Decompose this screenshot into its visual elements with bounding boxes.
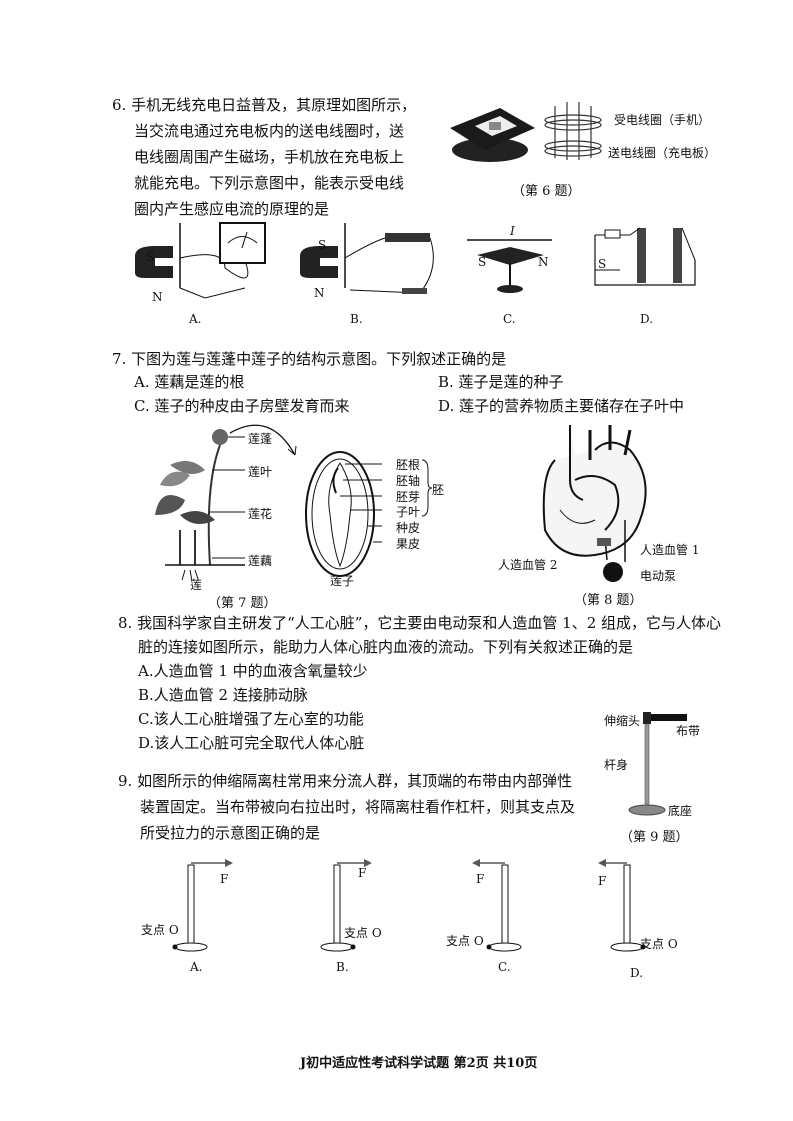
q6-b-s: S [318, 238, 327, 252]
q6-line-3: 电线圈周围产生磁场，手机放在充电板上 [134, 148, 405, 166]
q6-a-s: S [146, 250, 155, 264]
q6-option-d-figure [594, 227, 696, 286]
q6-option-d: D. [640, 312, 654, 326]
q6-c-n: N [538, 255, 549, 269]
q9-a-force: F [220, 872, 229, 886]
q9-b-pivot: 支点 O [344, 926, 382, 940]
q6-line-1: 6. 手机无线充电日益普及，其原理如图所示， [112, 96, 417, 114]
q9-head-label: 伸缩头 [604, 714, 641, 728]
q6-send-coil-label: 送电线圈（充电板） [608, 146, 717, 160]
q6-stem: 6. 手机无线充电日益普及，其原理如图所示， 当交流电通过充电板内的送电线圈时，… [112, 92, 432, 222]
q9-option-d: D. [630, 966, 644, 980]
q6-option-b-figure [300, 223, 434, 294]
q9-line-2: 装置固定。当布带被向右拉出时，将隔离柱看作杠杆，则其支点及 [140, 798, 576, 816]
q7-embryo-label: 胚 [432, 483, 445, 497]
q9-line-1: 9. 如图所示的伸缩隔离柱常用来分流人群，其顶端的布带由内部弹性 [118, 772, 573, 790]
q6-option-a: A. [189, 312, 202, 326]
q6-charger-figure [450, 102, 602, 162]
q7-seed-label-peizhou: 胚轴 [396, 474, 421, 488]
q6-option-c-figure [467, 239, 552, 293]
q8-caption: （第 8 题） [574, 593, 643, 608]
q6-option-c: C. [503, 312, 516, 326]
page-footer: J初中适应性考试科学试题 第2页 共10页 [300, 1056, 538, 1071]
q9-stem: 9. 如图所示的伸缩隔离柱常用来分流人群，其顶端的布带由内部弹性 装置固定。当布… [118, 768, 598, 846]
q9-a-pivot: 支点 O [141, 923, 179, 937]
q9-option-a: A. [190, 960, 203, 974]
q9-body-label: 杆身 [604, 758, 629, 772]
q9-c-force: F [476, 872, 485, 886]
q7-embryo-brace [421, 459, 433, 517]
q9-stanchion-figure [628, 712, 687, 816]
q7-stem: 7. 下图为莲与莲蓬中莲子的结构示意图。下列叙述正确的是 [112, 350, 507, 368]
q6-option-b: B. [350, 312, 363, 326]
q6-line-4: 就能充电。下列示意图中，能表示受电线 [134, 174, 405, 192]
q9-b-force: F [358, 866, 367, 880]
q6-d-s: S [598, 257, 607, 271]
q8-option-b: B.人造血管 2 连接肺动脉 [138, 686, 308, 704]
q6-caption: （第 6 题） [512, 184, 581, 199]
q8-vessel2-label: 人造血管 2 [498, 558, 558, 572]
q9-d-force: F [598, 874, 607, 888]
q8-option-a: A.人造血管 1 中的血液含氧量较少 [138, 662, 368, 680]
q7-seed-label-guopi: 果皮 [396, 537, 421, 551]
q8-vessel1-label: 人造血管 1 [640, 543, 700, 557]
q9-d-pivot: 支点 O [640, 937, 678, 951]
q9-base-label: 底座 [668, 804, 693, 818]
q7-option-d: D. 莲子的营养物质主要储存在子叶中 [438, 397, 685, 415]
q9-option-a-figure [172, 859, 233, 952]
q7-seed-label-peigen: 胚根 [396, 458, 421, 472]
q9-caption: （第 9 题） [620, 830, 689, 845]
q6-line-5: 圈内产生感应电流的原理的是 [134, 200, 330, 218]
q6-line-2: 当交流电通过充电板内的送电线圈时，送 [134, 122, 405, 140]
q6-b-n: N [314, 286, 325, 300]
q7-plant-label-lianye: 莲叶 [248, 465, 273, 479]
q9-belt-label: 布带 [676, 724, 701, 738]
q7-plant-label-lianhua: 莲花 [248, 507, 273, 521]
q7-plant-label-lianpeng: 莲蓬 [248, 432, 273, 446]
q9-option-b: B. [336, 960, 349, 974]
q9-option-b-figure [320, 859, 372, 952]
q7-option-a: A. 莲藕是莲的根 [134, 373, 245, 391]
q8-option-d: D.该人工心脏可完全取代人体心脏 [138, 734, 365, 752]
q9-option-d-figure [598, 859, 646, 952]
q7-plant-label-lianou: 莲藕 [248, 554, 273, 568]
q9-line-3: 所受拉力的示意图正确的是 [140, 824, 321, 842]
q8-pump-label: 电动泵 [640, 569, 677, 583]
q7-lotus-plant-figure [155, 424, 297, 582]
q6-option-a-figure [135, 222, 266, 299]
q7-plant-caption: 莲 [190, 578, 203, 592]
q7-seed-caption: 莲子 [330, 574, 355, 588]
q7-seed-label-ziye: 子叶 [396, 505, 421, 519]
q7-option-b: B. 莲子是莲的种子 [438, 373, 564, 391]
q6-c-i: I [510, 224, 515, 238]
q6-c-s: S [478, 255, 487, 269]
q8-heart-figure [542, 425, 647, 582]
q6-receive-coil-label: 受电线圈（手机） [614, 113, 711, 127]
q7-lotus-seed-figure [305, 451, 382, 577]
q8-stem-line-1: 8. 我国科学家自主研发了“人工心脏”，它主要由电动泵和人造血管 1、2 组成，… [118, 614, 722, 632]
q7-seed-label-peiya: 胚芽 [396, 490, 421, 504]
q8-stem-line-2: 脏的连接如图所示，能助力人体心脏内血液的流动。下列有关叙述正确的是 [138, 638, 634, 656]
q8-option-c: C.该人工心脏增强了左心室的功能 [138, 710, 364, 728]
q7-caption: （第 7 题） [208, 596, 277, 611]
q6-a-n: N [152, 290, 163, 304]
q9-option-c: C. [498, 960, 511, 974]
q9-c-pivot: 支点 O [446, 934, 484, 948]
q7-option-c: C. 莲子的种皮由子房壁发育而来 [134, 397, 350, 415]
q9-option-c-figure [472, 859, 522, 952]
q7-seed-label-zhongpi: 种皮 [396, 521, 421, 535]
